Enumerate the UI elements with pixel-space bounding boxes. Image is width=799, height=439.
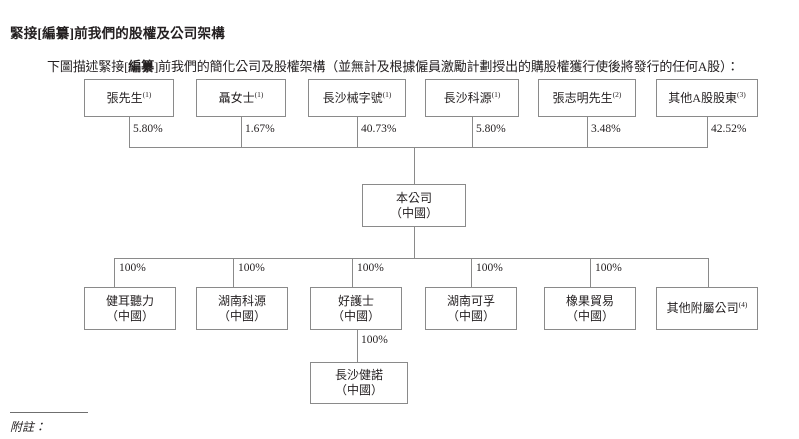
node-label: 張志明先生(2) xyxy=(552,89,622,105)
connector-shareholder-6 xyxy=(707,117,708,147)
node-label: 長沙械字號(1) xyxy=(322,89,392,105)
ownership-label-shareholder-1: 5.80% xyxy=(133,123,163,135)
node-sublabel: （中國） xyxy=(565,308,614,323)
node-subsidiary-1[interactable]: 健耳聽力 （中國） xyxy=(84,287,176,330)
connector-bus-to-company xyxy=(414,147,415,184)
node-footnote-marker: (1) xyxy=(142,89,152,99)
node-sublabel: （中國） xyxy=(334,383,383,397)
node-label: 張先生(1) xyxy=(106,89,152,105)
connector-shareholder-bus xyxy=(129,147,708,148)
ownership-label-shareholder-4: 5.80% xyxy=(476,123,506,135)
node-footnote-marker: (3) xyxy=(736,89,746,99)
node-subsidiary-5[interactable]: 橡果貿易 （中國） xyxy=(544,287,636,330)
node-shareholder-1[interactable]: 張先生(1) xyxy=(84,79,174,117)
node-company[interactable]: 本公司 （中國） xyxy=(362,184,466,227)
node-subsubsidiary-1[interactable]: 長沙健諾 （中國） xyxy=(310,362,408,404)
footnote-label: 附註： xyxy=(10,420,47,434)
node-footnote-marker: (4) xyxy=(738,300,748,309)
connector-shareholder-4 xyxy=(472,117,473,147)
node-subsidiary-3[interactable]: 好護士 （中國） xyxy=(310,287,402,330)
node-shareholder-2[interactable]: 聶女士(1) xyxy=(196,79,286,117)
node-label: 湖南科源 xyxy=(217,293,266,308)
ownership-label-shareholder-5: 3.48% xyxy=(591,123,621,135)
node-footnote-marker: (1) xyxy=(254,89,264,99)
connector-subsidiary-5 xyxy=(590,258,591,287)
connector-subsubsidiary-1 xyxy=(357,330,358,362)
ownership-label-shareholder-2: 1.67% xyxy=(245,123,275,135)
footnote-divider xyxy=(10,412,88,413)
intro-text-after: ]前我們的簡化公司及股權架構（並無計及根據僱員激勵計劃授出的購股權獲行使後將發行… xyxy=(153,59,740,74)
connector-shareholder-3 xyxy=(357,117,358,147)
intro-text-before: 下圖描述緊接[ xyxy=(47,59,129,74)
ownership-label-subsidiary-5: 100% xyxy=(595,262,622,274)
node-sublabel: （中國） xyxy=(389,205,438,220)
connector-subsidiary-3 xyxy=(352,258,353,287)
connector-subsidiary-bus xyxy=(114,258,708,259)
connector-subsidiary-2 xyxy=(233,258,234,287)
node-shareholder-3[interactable]: 長沙械字號(1) xyxy=(308,79,406,117)
ownership-label-subsidiary-4: 100% xyxy=(476,262,503,274)
ownership-label-shareholder-6: 42.52% xyxy=(711,123,747,135)
node-label: 其他附屬公司(4) xyxy=(666,300,748,315)
node-subsidiary-2[interactable]: 湖南科源 （中國） xyxy=(196,287,288,330)
node-footnote-marker: (1) xyxy=(491,89,501,99)
node-subsidiary-6[interactable]: 其他附屬公司(4) xyxy=(656,287,758,330)
node-label: 本公司 xyxy=(395,190,432,205)
intro-paragraph: 下圖描述緊接[編纂]前我們的簡化公司及股權架構（並無計及根據僱員激勵計劃授出的購… xyxy=(47,57,797,76)
node-footnote-marker: (2) xyxy=(612,89,622,99)
node-label: 長沙科源(1) xyxy=(443,89,501,105)
node-label: 好護士 xyxy=(337,293,374,308)
connector-shareholder-5 xyxy=(587,117,588,147)
node-footnote-marker: (1) xyxy=(382,89,392,99)
node-shareholder-4[interactable]: 長沙科源(1) xyxy=(425,79,519,117)
connector-shareholder-2 xyxy=(241,117,242,147)
intro-text-bold: 編纂 xyxy=(128,59,154,74)
connector-subsidiary-1 xyxy=(114,258,115,287)
node-shareholder-6[interactable]: 其他A股股東(3) xyxy=(656,79,758,117)
ownership-label-subsidiary-1: 100% xyxy=(119,262,146,274)
node-label: 橡果貿易 xyxy=(565,293,614,308)
node-label: 長沙健諾 xyxy=(334,368,383,382)
connector-subsidiary-4 xyxy=(471,258,472,287)
node-subsidiary-4[interactable]: 湖南可孚 （中國） xyxy=(425,287,517,330)
connector-company-to-bus xyxy=(414,227,415,258)
ownership-label-subsidiary-2: 100% xyxy=(238,262,265,274)
node-sublabel: （中國） xyxy=(446,308,495,323)
connector-subsidiary-6 xyxy=(708,258,709,287)
node-shareholder-5[interactable]: 張志明先生(2) xyxy=(538,79,636,117)
page-title: 緊接[編纂]前我們的股權及公司架構 xyxy=(10,26,225,42)
connector-shareholder-1 xyxy=(129,117,130,147)
ownership-label-shareholder-3: 40.73% xyxy=(361,123,397,135)
node-sublabel: （中國） xyxy=(217,308,266,323)
node-sublabel: （中國） xyxy=(105,308,154,323)
node-label: 其他A股股東(3) xyxy=(668,89,746,105)
node-label: 健耳聽力 xyxy=(105,293,154,308)
ownership-label-subsubsidiary-1: 100% xyxy=(361,334,388,346)
node-sublabel: （中國） xyxy=(331,308,380,323)
node-label: 聶女士(1) xyxy=(218,89,264,105)
ownership-label-subsidiary-3: 100% xyxy=(357,262,384,274)
node-label: 湖南可孚 xyxy=(446,293,495,308)
